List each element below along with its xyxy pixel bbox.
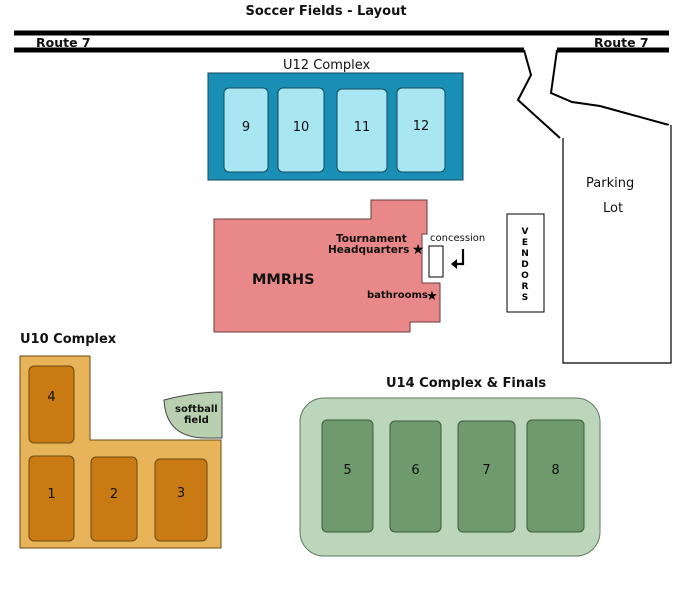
bathrooms-star-icon: ★ [426, 289, 438, 304]
u14-field-5 [321, 419, 374, 533]
u10-complex-label: U10 Complex [20, 332, 117, 347]
u12-field-12 [396, 87, 446, 173]
u14-complex-label: U14 Complex & Finals [386, 376, 547, 391]
map-title: Soccer Fields - Layout [245, 4, 407, 19]
field-9-number: 9 [241, 120, 251, 135]
concession-stand [428, 245, 444, 278]
headquarters-label-line1: Tournament [336, 233, 407, 245]
u14-field-7 [457, 420, 516, 533]
u14-field-8 [526, 419, 585, 533]
field-10-number: 10 [292, 120, 310, 135]
parking-label-line2: Lot [603, 201, 624, 216]
u10-field-4 [28, 365, 75, 444]
field-7-number: 7 [482, 463, 491, 478]
route-7-label-left: Route 7 [36, 35, 91, 50]
concession-arrow-head-icon [451, 259, 457, 269]
u12-field-9 [223, 87, 269, 173]
field-3-number: 3 [176, 486, 186, 501]
softball-label-line1: softball [175, 404, 218, 415]
u14-field-6 [389, 420, 442, 533]
field-1-number: 1 [47, 487, 56, 502]
access-road-left-edge [516, 49, 561, 139]
u12-field-11 [336, 88, 388, 173]
u12-complex-label: U12 Complex [283, 58, 371, 73]
u10-field-3 [154, 458, 208, 542]
field-6-number: 6 [411, 463, 420, 478]
headquarters-label-line2: Headquarters [328, 244, 410, 256]
mmrhs-building [213, 199, 441, 333]
headquarters-star-icon: ★ [412, 242, 425, 258]
field-4-number: 4 [47, 390, 56, 405]
u10-field-1 [28, 455, 75, 542]
field-11-number: 11 [353, 120, 371, 135]
route-7-label-right: Route 7 [594, 35, 649, 50]
concession-label: concession [430, 233, 486, 244]
vendors-area [506, 213, 545, 313]
parking-label-line1: Parking [586, 176, 635, 191]
field-8-number: 8 [551, 463, 560, 478]
bathrooms-label: bathrooms [367, 290, 428, 301]
u12-field-10 [277, 87, 325, 173]
mmrhs-label: MMRHS [252, 272, 315, 288]
parking-lot [562, 125, 672, 364]
softball-field [163, 391, 223, 439]
field-2-number: 2 [109, 487, 119, 502]
softball-label-line2: field [184, 415, 209, 426]
u10-field-2 [90, 456, 138, 542]
field-5-number: 5 [343, 463, 352, 478]
field-12-number: 12 [412, 119, 430, 134]
access-road-right-edge [549, 49, 670, 126]
u14-complex-area [299, 397, 601, 557]
